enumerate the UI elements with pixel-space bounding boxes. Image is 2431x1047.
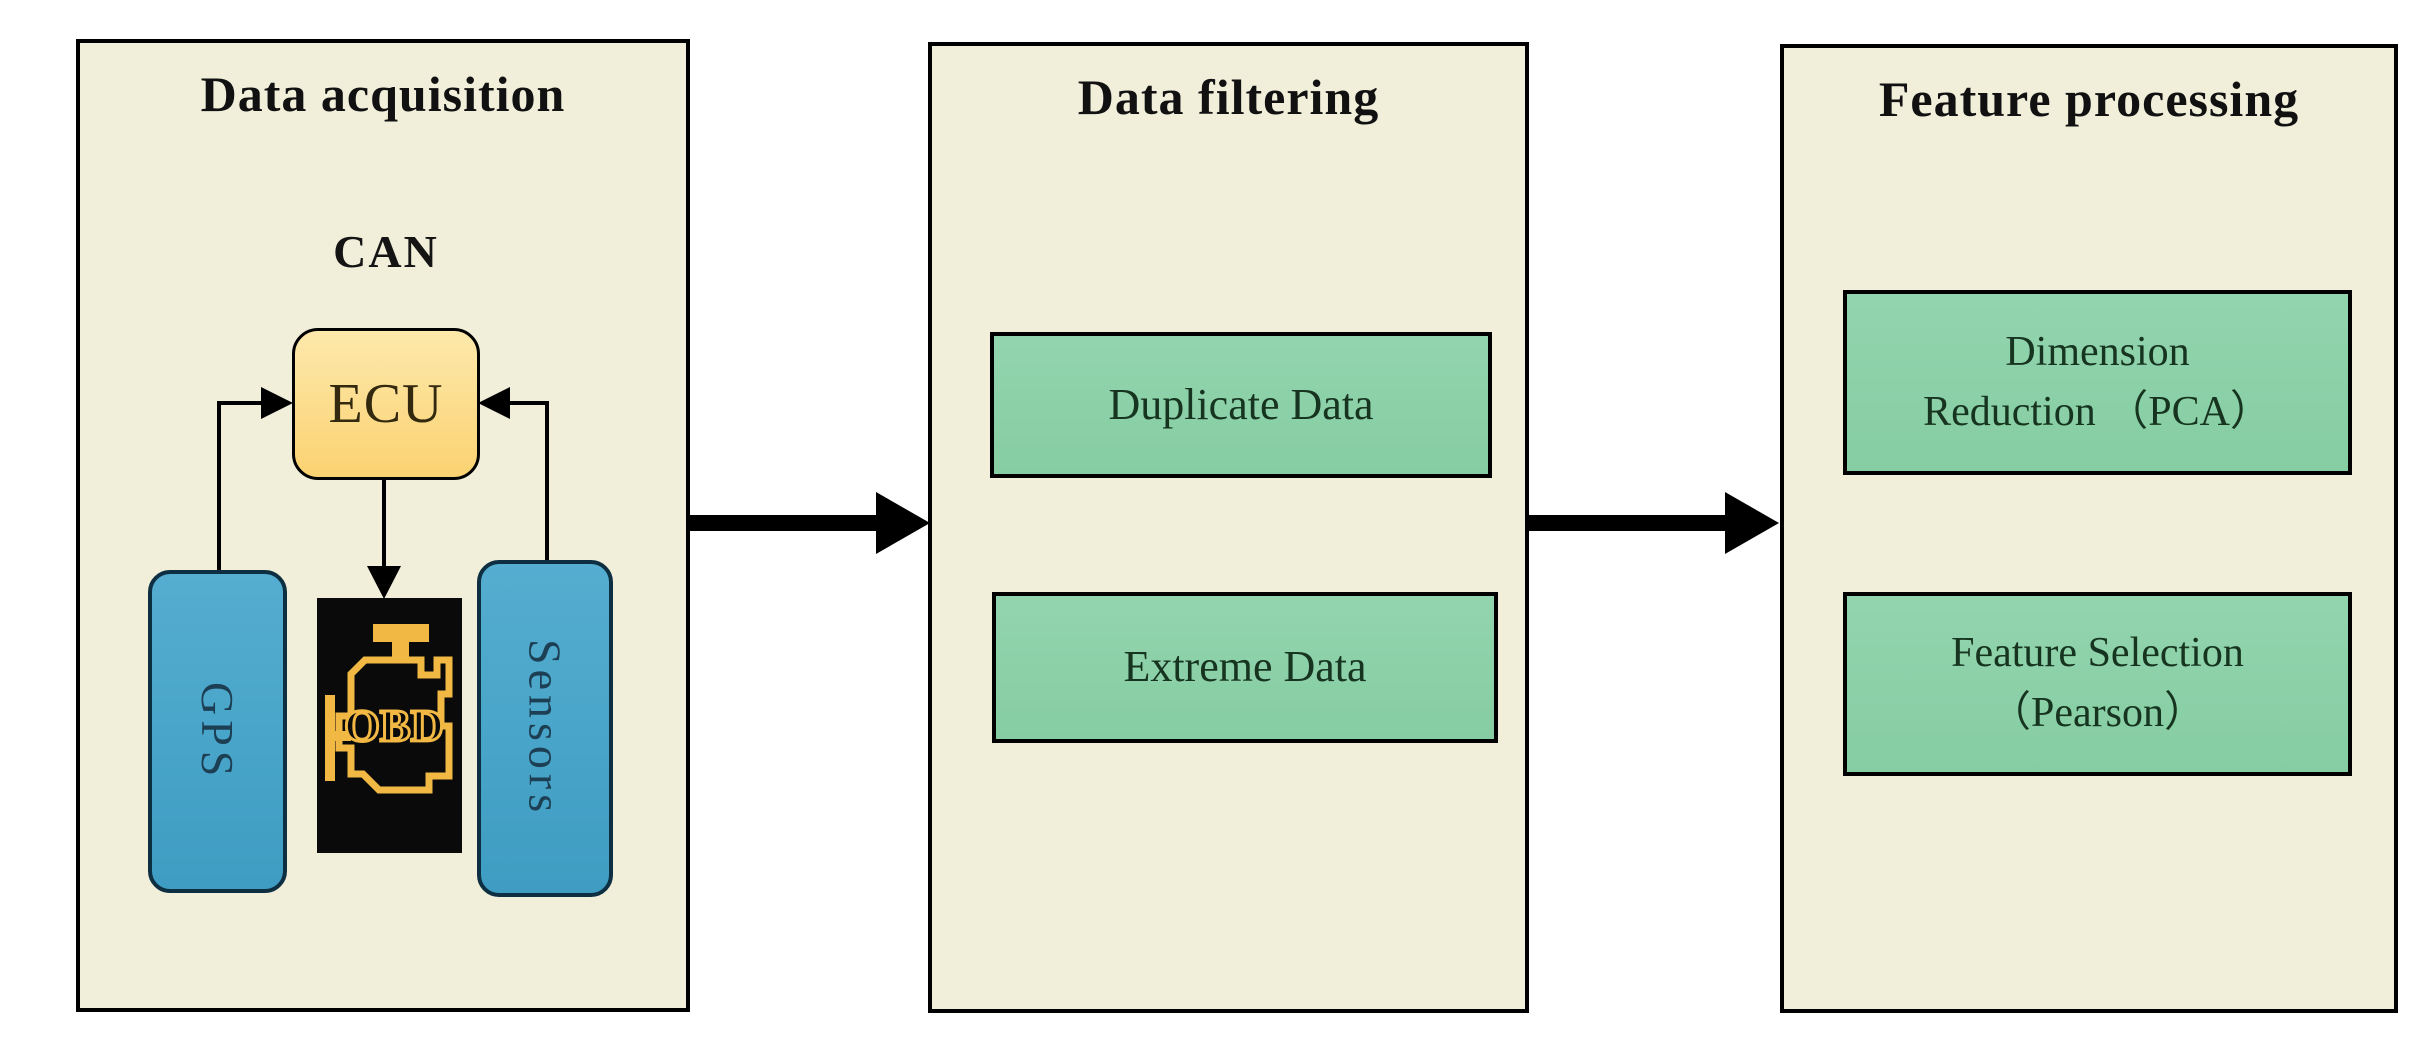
flow-arrow-1-shaft bbox=[690, 515, 878, 531]
dimension-reduction-label-line1: Dimension bbox=[2005, 328, 2190, 375]
ecu-node: ECU bbox=[292, 328, 480, 480]
panel-title-data-filtering: Data filtering bbox=[1077, 69, 1380, 125]
obd-node: OBD bbox=[317, 598, 462, 853]
obd-label: OBD bbox=[344, 700, 444, 751]
panel-title-feature-processing: Feature processing bbox=[1878, 71, 2300, 127]
gps-node: GPS bbox=[148, 570, 287, 893]
duplicate-data-label: Duplicate Data bbox=[1108, 379, 1374, 429]
ecu-label: ECU bbox=[328, 373, 444, 435]
panel-data-filtering: Data filtering Duplicate Data Extreme Da… bbox=[928, 42, 1529, 1013]
gps-label: GPS bbox=[192, 681, 243, 782]
flow-arrow-2-shaft bbox=[1529, 515, 1727, 531]
extreme-data-node: Extreme Data bbox=[992, 592, 1498, 743]
ecu-to-obd-line-vertical bbox=[382, 480, 386, 568]
panel-feature-processing: Feature processing Dimension Reduction （… bbox=[1780, 44, 2398, 1013]
duplicate-data-node: Duplicate Data bbox=[990, 332, 1492, 478]
extreme-data-label: Extreme Data bbox=[1123, 642, 1367, 692]
feature-selection-node: Feature Selection （Pearson） bbox=[1843, 592, 2352, 776]
can-bus-label: CAN bbox=[333, 226, 439, 277]
check-engine-icon: OBD bbox=[317, 598, 462, 853]
ecu-to-obd-arrowhead-icon bbox=[367, 566, 401, 599]
panel-title-data-acquisition: Data acquisition bbox=[200, 66, 566, 122]
flow-arrow-2-head-icon bbox=[1725, 492, 1779, 554]
feature-selection-label-line1: Feature Selection bbox=[1951, 630, 2244, 677]
feature-selection-label-line2: （Pearson） bbox=[1989, 690, 2206, 736]
gps-to-ecu-arrowhead-icon bbox=[261, 387, 293, 419]
sensors-to-ecu-line-vertical bbox=[545, 401, 549, 560]
sensors-to-ecu-arrowhead-icon bbox=[478, 387, 510, 419]
flow-arrow-1-head-icon bbox=[876, 492, 930, 554]
panel-data-acquisition: Data acquisition CAN ECU GPS bbox=[76, 39, 690, 1012]
sensors-label: Sensors bbox=[519, 639, 571, 818]
sensors-node: Sensors bbox=[477, 560, 613, 897]
sensors-to-ecu-line-horizontal bbox=[508, 401, 549, 405]
dimension-reduction-node: Dimension Reduction （PCA） bbox=[1843, 290, 2352, 475]
gps-to-ecu-line-horizontal bbox=[217, 401, 265, 405]
gps-to-ecu-line-vertical bbox=[217, 401, 221, 572]
dimension-reduction-label-line2: Reduction （PCA） bbox=[1923, 388, 2272, 435]
